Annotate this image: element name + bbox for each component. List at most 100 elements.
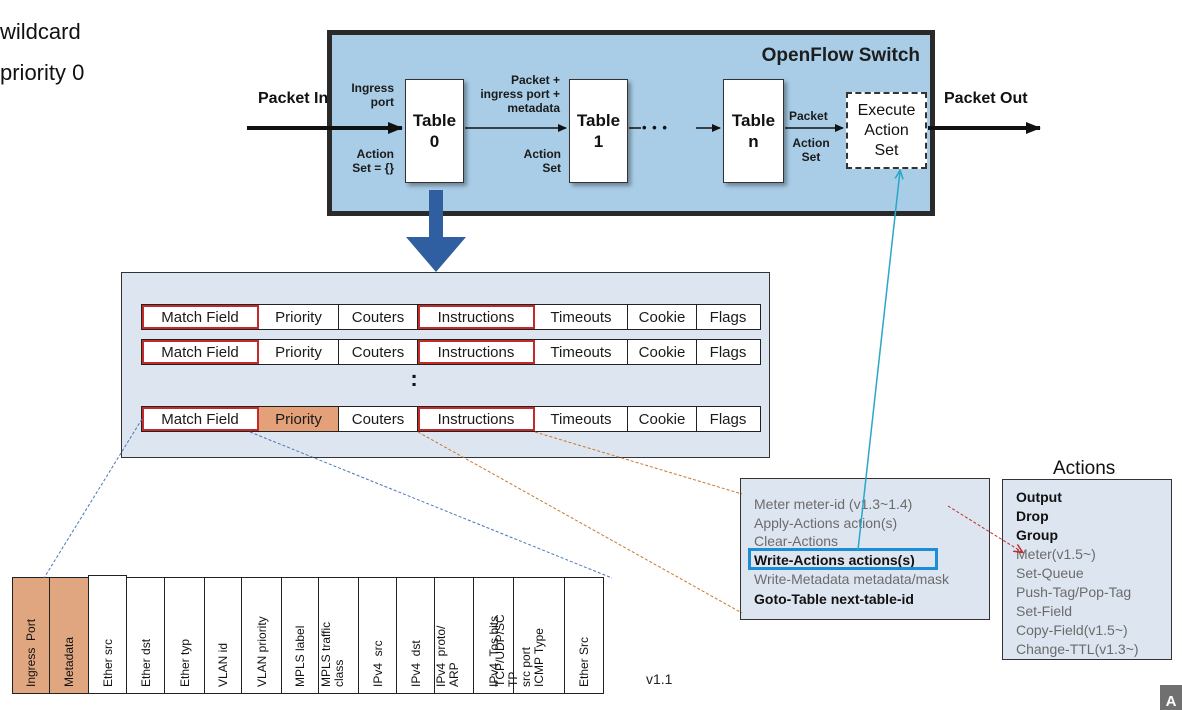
- table-ellipsis: • • •: [642, 120, 668, 135]
- priority-cell: Priority: [259, 340, 339, 364]
- packet-label: Packet: [789, 109, 828, 123]
- table-n-label: Table: [731, 111, 776, 130]
- action-item: Set-Queue: [1016, 565, 1084, 581]
- down-arrow-shaft: [429, 190, 443, 238]
- match-field-label: Ether src: [100, 638, 115, 687]
- match-field-label: IPv4 dst: [408, 640, 423, 687]
- action-item: Push-Tag/Pop-Tag: [1016, 584, 1132, 600]
- write-actions-highlight: [748, 548, 938, 570]
- instructions-box: Meter meter-id (v1.3~1.4) Apply-Actions a…: [740, 478, 990, 620]
- action-item: Change-TTL(v1.3~): [1016, 641, 1139, 657]
- packet-metadata-label: Packet + ingress port + metadata: [480, 73, 560, 115]
- counters-cell: Couters: [339, 407, 418, 431]
- instructions-cell: Instructions: [418, 407, 535, 431]
- match-field-label: Metadata: [62, 636, 76, 687]
- action-item: Set-Field: [1016, 603, 1073, 619]
- match-field-column: MPLS label: [281, 577, 319, 694]
- match-field-label: VLAN priority: [254, 616, 269, 687]
- match-field-column: IPv4 src: [358, 577, 397, 694]
- down-arrow-icon: [406, 237, 466, 272]
- packet-out-label: Packet Out: [944, 90, 1028, 107]
- match-field-cell: Match Field: [142, 340, 259, 364]
- note-priority: priority 0: [0, 60, 85, 85]
- flow-entry-row-highlighted: Match Field Priority Couters Instruction…: [141, 406, 761, 432]
- match-field-cell: Match Field: [142, 305, 259, 329]
- instructions-cell: Instructions: [418, 305, 535, 329]
- priority-cell-highlighted: Priority: [259, 407, 339, 431]
- counters-cell: Couters: [339, 340, 418, 364]
- match-field-column: Ether src: [88, 575, 127, 694]
- action-item: Output: [1016, 489, 1062, 505]
- match-field-column: Ether Src: [564, 577, 604, 694]
- version-label: v1.1: [646, 671, 673, 687]
- cookie-cell: Cookie: [628, 340, 697, 364]
- match-field-label: MPLS label: [293, 625, 307, 687]
- actions-title: Actions: [1053, 458, 1116, 479]
- more-rows-dots: :: [410, 366, 418, 391]
- instruction-item: Clear-Actions: [754, 533, 839, 549]
- timeouts-cell: Timeouts: [535, 305, 628, 329]
- match-field-column: Ingress Port: [12, 577, 50, 694]
- match-field-label: Ingress Port: [24, 618, 38, 687]
- cookie-cell: Cookie: [628, 305, 697, 329]
- match-field-column: Ether dst: [126, 577, 165, 694]
- table-1-number: 1: [593, 132, 604, 151]
- match-field-column: Metadata: [49, 577, 89, 694]
- instructions-cell: Instructions: [418, 340, 535, 364]
- instruction-item: Write-Actions actions(s): [754, 552, 915, 568]
- instruction-item: Write-Metadata metadata/mask: [754, 571, 950, 587]
- flags-cell: Flags: [697, 340, 759, 364]
- action-item: Meter(v1.5~): [1016, 546, 1096, 562]
- match-field-label: TCP/UDP/SC TP src port ICMP Type: [493, 614, 546, 687]
- counters-cell: Couters: [339, 305, 418, 329]
- match-field-cell: Match Field: [142, 407, 259, 431]
- table-n-number: n: [748, 132, 759, 151]
- match-field-label: Ether Src: [577, 636, 591, 687]
- instruction-item: Goto-Table next-table-id: [754, 591, 914, 607]
- action-set-n-label: Action Set: [792, 136, 830, 164]
- table-1: Table 1: [569, 79, 628, 183]
- match-field-label: IPv4 proto/ ARP: [434, 625, 461, 687]
- flags-cell: Flags: [697, 407, 759, 431]
- action-item: Copy-Field(v1.5~): [1016, 622, 1128, 638]
- match-field-label: Ether dst: [138, 638, 153, 687]
- match-field-label: Ether typ: [177, 638, 192, 687]
- table-n: Table n: [723, 79, 784, 183]
- table-0-number: 0: [429, 132, 440, 151]
- instruction-item: Apply-Actions action(s): [754, 515, 898, 531]
- match-field-label: VLAN id: [216, 642, 230, 687]
- match-field-column: IPv4 proto/ ARP: [434, 577, 474, 694]
- table-1-label: Table: [576, 111, 621, 130]
- action-item: Group: [1016, 527, 1058, 543]
- packet-in-label: Packet In: [258, 90, 329, 107]
- ingress-port-label: Ingress port: [351, 81, 394, 109]
- match-field-columns: Ingress Port Metadata Ether src Ether dst Et…: [12, 575, 604, 694]
- execute-action-set-label: Execute Action Set: [857, 101, 916, 159]
- timeouts-cell: Timeouts: [535, 407, 628, 431]
- corner-badge: A: [1160, 685, 1182, 710]
- switch-title: OpenFlow Switch: [761, 45, 920, 66]
- match-field-column: IPv4 dst: [396, 577, 435, 694]
- table-0-label: Table: [412, 111, 457, 130]
- match-field-column: VLAN id: [204, 577, 242, 694]
- match-field-label: IPv4 src: [370, 640, 385, 687]
- match-field-column: Ether typ: [164, 577, 205, 694]
- match-field-label: MPLS traffic class: [318, 621, 346, 687]
- action-item: Drop: [1016, 508, 1049, 524]
- instruction-item: Meter meter-id (v1.3~1.4): [754, 496, 913, 512]
- flow-entry-row: Match Field Priority Couters Instruction…: [141, 304, 761, 330]
- timeouts-cell: Timeouts: [535, 340, 628, 364]
- note-wildcard: wildcard: [0, 19, 81, 44]
- match-field-column: TCP/UDP/SC TP src port ICMP Type: [493, 577, 565, 694]
- table-0: Table 0: [405, 79, 464, 183]
- match-field-column: MPLS traffic class: [318, 577, 359, 694]
- cookie-cell: Cookie: [628, 407, 697, 431]
- priority-cell: Priority: [259, 305, 339, 329]
- match-field-column: VLAN priority: [241, 577, 282, 694]
- flags-cell: Flags: [697, 305, 759, 329]
- execute-action-set: Execute Action Set: [846, 92, 927, 169]
- action-set-label: Action Set: [523, 147, 561, 175]
- flow-entry-row: Match Field Priority Couters Instruction…: [141, 339, 761, 365]
